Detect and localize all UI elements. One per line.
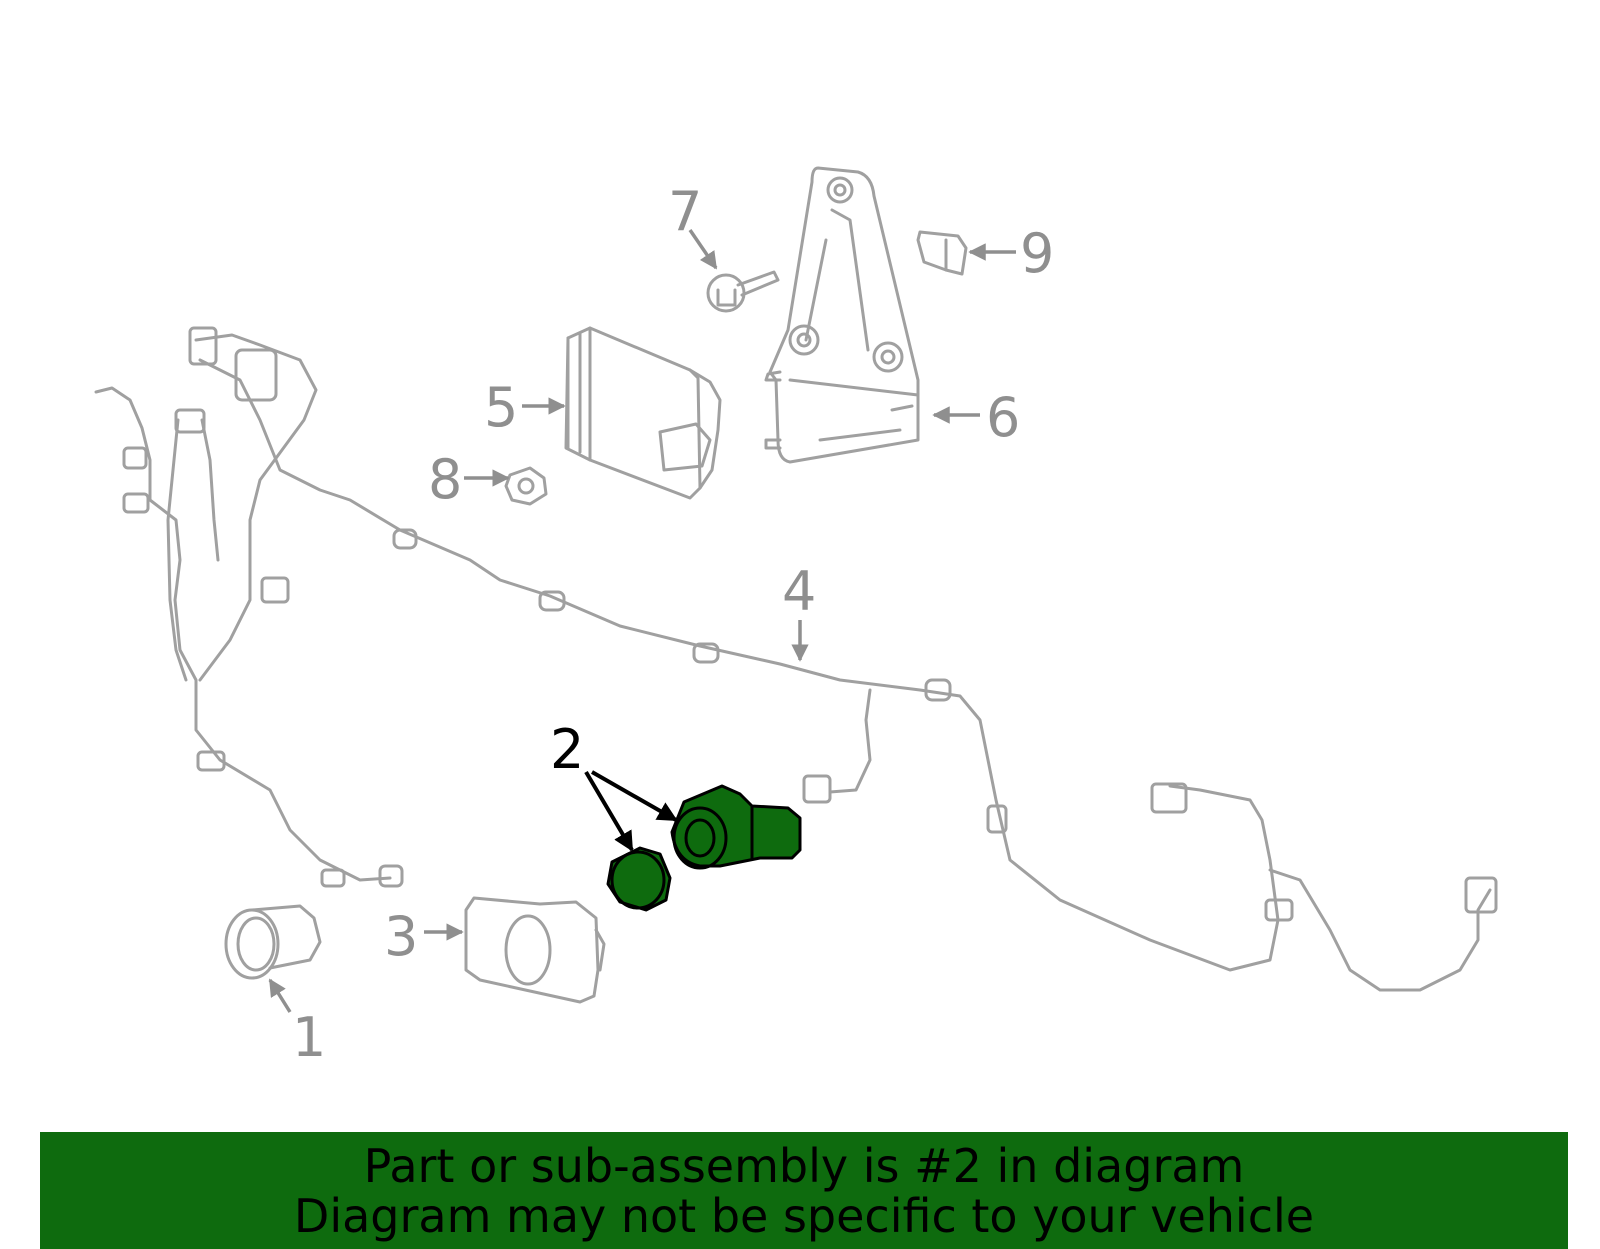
callout-6: 6 (986, 386, 1020, 449)
callout-arrows (268, 229, 1016, 1013)
callout-9: 9 (1020, 222, 1054, 285)
nut-part-8 (504, 466, 548, 506)
parts-diagram: 1 2 3 4 5 6 7 8 9 (94, 166, 1498, 1069)
clip-part-9 (916, 230, 968, 276)
module-part-5 (564, 326, 722, 500)
wiring-harness-part-4 (94, 326, 1498, 992)
callout-3: 3 (384, 905, 418, 968)
banner-line-1: Part or sub-assembly is #2 in diagram (363, 1138, 1245, 1193)
callout-7: 7 (668, 180, 702, 243)
sensor-part-1 (224, 904, 322, 980)
callout-5: 5 (484, 376, 518, 439)
info-banner: Part or sub-assembly is #2 in diagram Di… (40, 1132, 1568, 1249)
callout-1: 1 (292, 1006, 326, 1069)
sensor-part-2-highlighted (670, 784, 802, 870)
callout-arrows-highlighted (584, 770, 678, 852)
bracket-part-6 (764, 166, 920, 464)
banner-line-2: Diagram may not be specific to your vehi… (293, 1188, 1315, 1243)
callout-4: 4 (782, 560, 816, 623)
ring-part-2-highlighted (606, 846, 672, 912)
bezel-part-3 (464, 896, 606, 1004)
callout-2: 2 (550, 718, 584, 781)
callout-8: 8 (428, 448, 462, 511)
bolt-part-7 (706, 270, 780, 313)
